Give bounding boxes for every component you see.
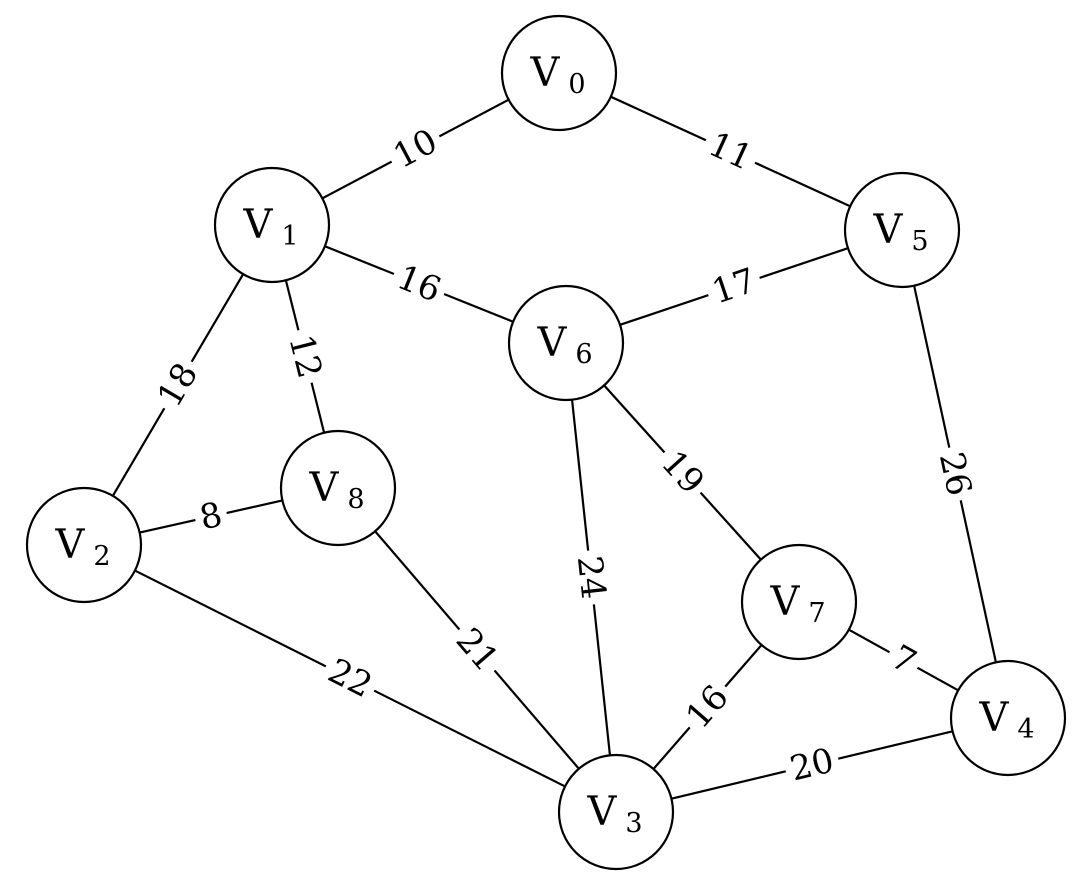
edge-weight-background — [279, 325, 331, 388]
node-subscript: 8 — [347, 484, 364, 515]
node-letter: V — [537, 320, 568, 366]
node-circle — [843, 171, 961, 289]
edge-weight-background — [650, 439, 715, 506]
edge-weight-background — [444, 617, 510, 683]
node-letter: V — [873, 207, 904, 253]
edge-weight-background — [191, 494, 231, 539]
node-subscript: 3 — [625, 808, 642, 839]
node-letter: V — [309, 465, 340, 511]
edge-weight-background — [675, 674, 740, 740]
edge-weight-label: 24 — [569, 554, 613, 601]
node-subscript: 6 — [575, 339, 592, 370]
node-circle — [279, 429, 397, 547]
edge-weight-background — [569, 548, 613, 607]
node-subscript: 7 — [808, 598, 825, 629]
node-subscript: 1 — [281, 221, 298, 252]
node-circle — [740, 543, 858, 661]
edge-weight-background — [147, 352, 209, 418]
node-circle — [507, 284, 625, 402]
edge-weight-background — [702, 259, 766, 314]
edge-weight-label: 21 — [448, 621, 507, 680]
edge-weight-background — [698, 122, 763, 181]
node-subscript: 0 — [568, 69, 585, 100]
node-letter: V — [530, 50, 561, 96]
edge-weight-label: 26 — [931, 449, 979, 500]
edge-weight-background — [386, 256, 452, 312]
edge-weight-background — [317, 649, 383, 708]
node-circle — [949, 659, 1067, 777]
edge-weight-background — [930, 443, 980, 505]
edge-weight-background — [382, 119, 449, 179]
edge-weight-label: 20 — [786, 741, 837, 790]
node-circle — [213, 166, 331, 284]
node-letter: V — [55, 522, 86, 568]
edge-weight-label: 19 — [653, 443, 712, 502]
edge-weight-background — [880, 635, 927, 685]
node-subscript: 2 — [93, 541, 110, 572]
node-subscript: 5 — [911, 226, 928, 257]
node-letter: V — [770, 579, 801, 625]
edge-weight-background — [781, 740, 843, 790]
node-letter: V — [243, 202, 274, 248]
edge-weight-label: 18 — [150, 356, 206, 414]
node-letter: V — [587, 789, 618, 835]
node-subscript: 4 — [1017, 714, 1034, 745]
node-letter: V — [979, 695, 1010, 741]
node-circle — [25, 486, 143, 604]
node-circle — [500, 14, 618, 132]
node-circle — [557, 753, 675, 871]
edge-weight-label: 16 — [678, 678, 737, 737]
